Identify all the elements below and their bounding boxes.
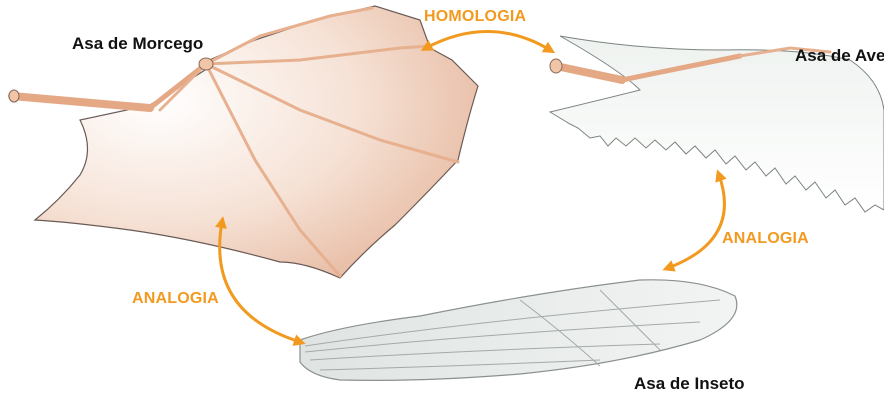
analogy-right-label: ANALOGIA [722,230,809,248]
homology-label: HOMOLOGIA [424,8,526,26]
bird-shoulder-joint [550,59,562,73]
insect-wing-membrane [300,280,737,381]
bat-humerus-end [9,90,19,102]
insect-wing-label: Asa de Inseto [634,374,745,394]
bat-wing-label: Asa de Morcego [72,34,203,54]
analogy-left-label: ANALOGIA [132,290,219,308]
bird-wing-label: Asa de Ave [795,46,884,66]
homology-arrow [426,31,550,50]
analogy-right-arrow [668,175,724,268]
bat-humerus [12,96,150,108]
bat-wrist-joint [199,58,213,70]
insect-wing-illustration [300,280,737,381]
